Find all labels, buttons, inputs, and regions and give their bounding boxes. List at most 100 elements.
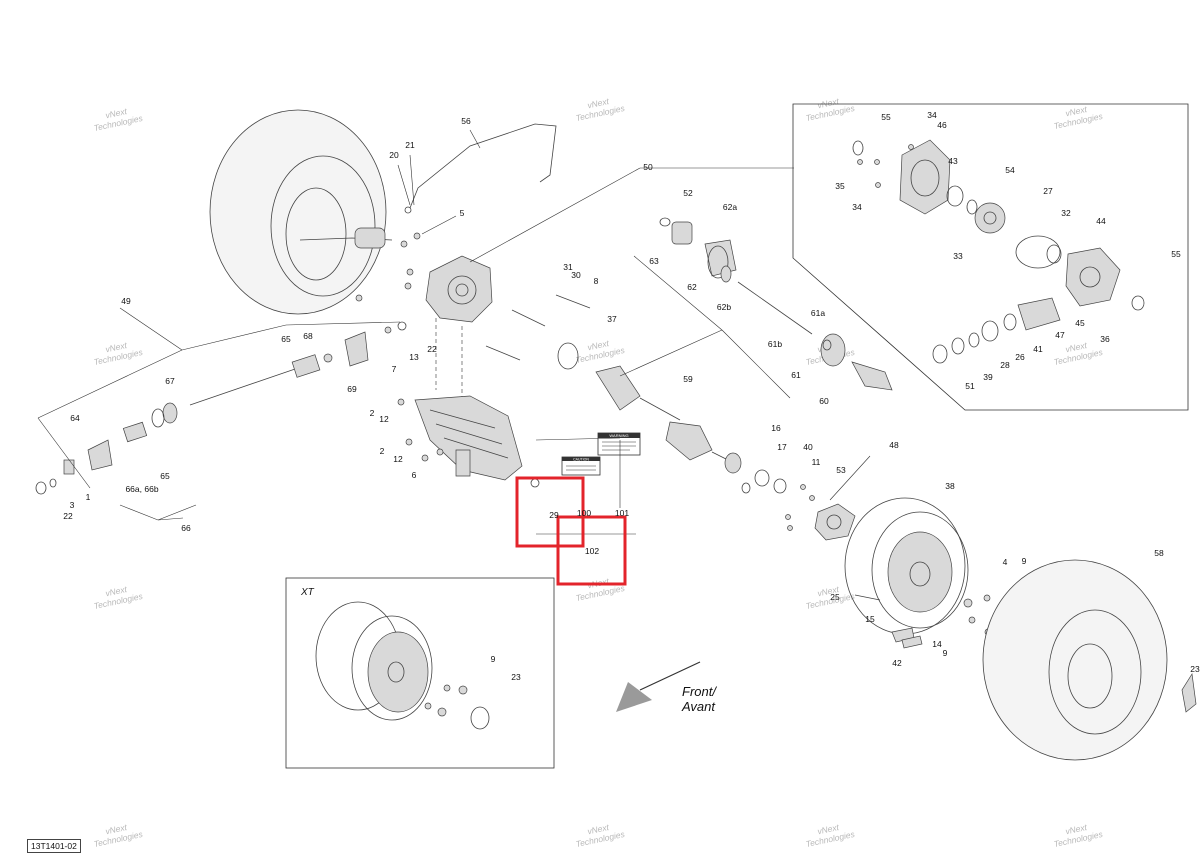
callout-61: 61	[791, 370, 801, 380]
callout-5: 5	[460, 208, 465, 218]
callout-22: 22	[427, 344, 437, 354]
left-tire	[209, 109, 393, 315]
callout-45: 45	[1075, 318, 1085, 328]
watermark-line1: vNext	[104, 106, 128, 120]
callout-21: 21	[405, 140, 415, 150]
watermark-line1: vNext	[816, 822, 840, 836]
callout-22: 22	[63, 511, 73, 521]
callout-33: 33	[953, 251, 963, 261]
differential-detail	[792, 103, 1189, 411]
callout-39: 39	[983, 372, 993, 382]
callout-41: 41	[1033, 344, 1043, 354]
callout-20: 20	[389, 150, 399, 160]
callout-46: 46	[937, 120, 947, 130]
leader-lines	[37, 129, 871, 535]
callout-64: 64	[70, 413, 80, 423]
callout-36: 36	[1100, 334, 1110, 344]
callout-25: 25	[830, 592, 840, 602]
callout-49: 49	[121, 296, 131, 306]
callout-29: 29	[549, 510, 559, 520]
callout-31: 31	[563, 262, 573, 272]
callout-51: 51	[965, 381, 975, 391]
callout-14: 14	[932, 639, 942, 649]
callout-28: 28	[1000, 360, 1010, 370]
callout-61a: 61a	[811, 308, 825, 318]
callout-9: 9	[1022, 556, 1027, 566]
callout-53: 53	[836, 465, 846, 475]
callout-42: 42	[892, 658, 902, 668]
callout-27: 27	[1043, 186, 1053, 196]
callout-7: 7	[392, 364, 397, 374]
callout-65: 65	[160, 471, 170, 481]
highlight-box-29	[515, 476, 585, 548]
callout-32: 32	[1061, 208, 1071, 218]
callout-9: 9	[943, 648, 948, 658]
watermark-line1: vNext	[586, 338, 610, 352]
callout-9: 9	[491, 654, 496, 664]
drawing-number: 13T1401-02	[27, 839, 81, 853]
callout-11: 11	[812, 457, 821, 467]
callout-63: 63	[649, 256, 659, 266]
callout-56: 56	[461, 116, 471, 126]
brake-line	[404, 123, 557, 214]
callout-26: 26	[1015, 352, 1025, 362]
callout-65: 65	[281, 334, 291, 344]
callout-61b: 61b	[768, 339, 782, 349]
watermark-line1: vNext	[586, 96, 610, 110]
warning-decal-text: WARNING	[609, 433, 628, 438]
callout-23: 23	[511, 672, 521, 682]
callout-68: 68	[303, 331, 313, 341]
front-arrow	[616, 661, 701, 712]
bolts	[355, 232, 591, 370]
callout-12: 12	[393, 454, 403, 464]
watermark-line1: vNext	[1064, 340, 1088, 354]
callout-100: 100	[577, 508, 591, 518]
callout-62b: 62b	[717, 302, 731, 312]
watermark-line1: vNext	[104, 584, 128, 598]
callout-3: 3	[70, 500, 75, 510]
watermark-line1: vNext	[586, 822, 610, 836]
rear-guard	[397, 395, 540, 488]
callout-62: 62	[687, 282, 697, 292]
watermark-line1: vNext	[816, 96, 840, 110]
propeller-shaft	[35, 331, 369, 495]
watermark-line1: vNext	[816, 584, 840, 598]
rear-axle	[595, 217, 893, 494]
callout-58: 58	[1154, 548, 1164, 558]
callout-23: 23	[1190, 664, 1200, 674]
callout-8: 8	[594, 276, 599, 286]
callout-34: 34	[927, 110, 937, 120]
callout-13: 13	[409, 352, 419, 362]
callout-43: 43	[948, 156, 958, 166]
callout-54: 54	[1005, 165, 1015, 175]
xt-inset-label: XT	[301, 587, 314, 598]
callout-30: 30	[571, 270, 581, 280]
right-rim	[844, 497, 992, 649]
front-label-line2: Avant	[682, 699, 716, 714]
highlight-box-102	[556, 515, 627, 586]
callout-47: 47	[1055, 330, 1065, 340]
callout-4: 4	[1003, 557, 1008, 567]
wheel-hub	[785, 484, 856, 541]
callout-37: 37	[607, 314, 617, 324]
callout-101: 101	[615, 508, 629, 518]
callout-17: 17	[777, 442, 787, 452]
right-tire	[982, 559, 1197, 761]
callout-35: 35	[835, 181, 845, 191]
callout-15: 15	[865, 614, 875, 624]
callout-66: 66	[181, 523, 191, 533]
callout-labels: 2021565505262a636262b313083761a61b616059…	[63, 110, 1200, 682]
callout-38: 38	[945, 481, 955, 491]
callout-52: 52	[683, 188, 693, 198]
callout-44: 44	[1096, 216, 1106, 226]
watermark-line1: vNext	[1064, 104, 1088, 118]
watermark-line1: vNext	[104, 822, 128, 836]
callout-6: 6	[412, 470, 417, 480]
callout-48: 48	[889, 440, 899, 450]
callout-2: 2	[380, 446, 385, 456]
callout-40: 40	[803, 442, 813, 452]
front-label-line1: Front/	[682, 684, 716, 699]
callout-16: 16	[771, 423, 781, 433]
caution-decal-text: CAUTION	[573, 458, 589, 462]
